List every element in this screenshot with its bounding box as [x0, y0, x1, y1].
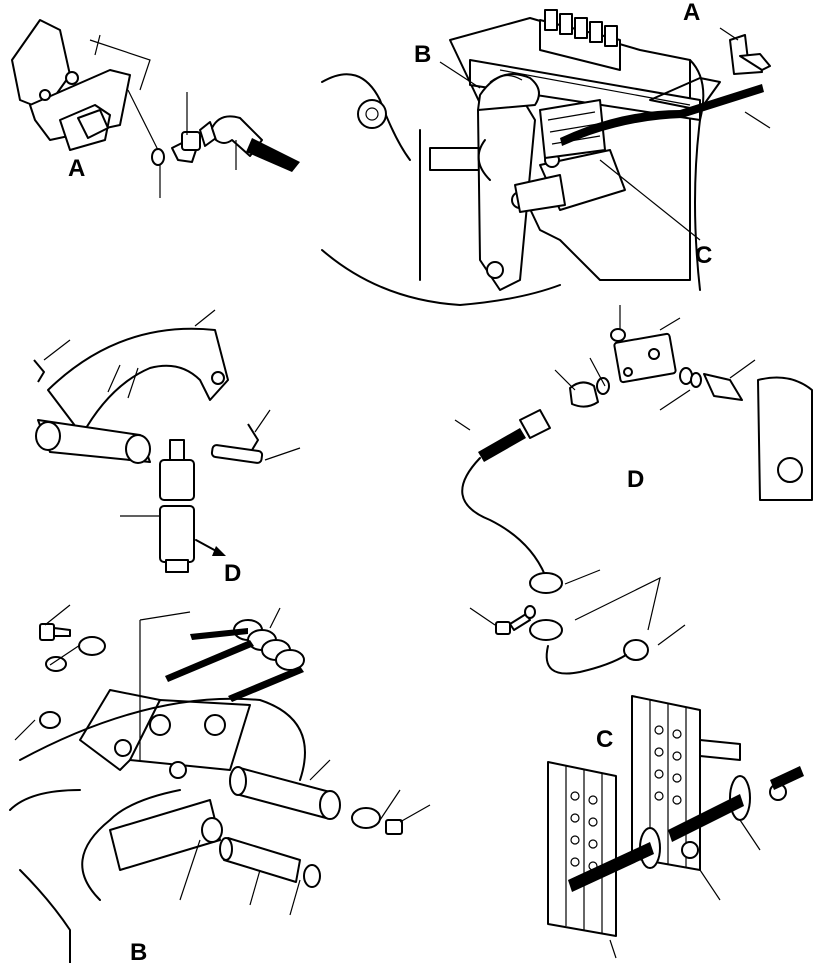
- label-view-d: D: [627, 466, 644, 493]
- detail-b-bellcrank-assembly: D: [9, 309, 431, 963]
- label-main-a: A: [683, 0, 700, 26]
- pin-large: [229, 766, 341, 820]
- main-loader-view: B A C: [321, 0, 771, 306]
- label-main-c: C: [695, 242, 712, 269]
- label-view-b: B: [130, 939, 147, 963]
- label-b-d: D: [224, 560, 241, 587]
- label-view-a: A: [68, 155, 85, 182]
- label-main-b: B: [414, 41, 431, 68]
- label-view-c: C: [596, 726, 613, 753]
- detail-a-fitting-assembly: A: [11, 19, 300, 198]
- pin-small: [219, 837, 301, 883]
- detail-d-sensor-assembly: D: [454, 305, 813, 675]
- detail-c-harness-clamps: C: [547, 695, 804, 959]
- spring: [165, 619, 305, 702]
- valve-bank: [539, 9, 621, 71]
